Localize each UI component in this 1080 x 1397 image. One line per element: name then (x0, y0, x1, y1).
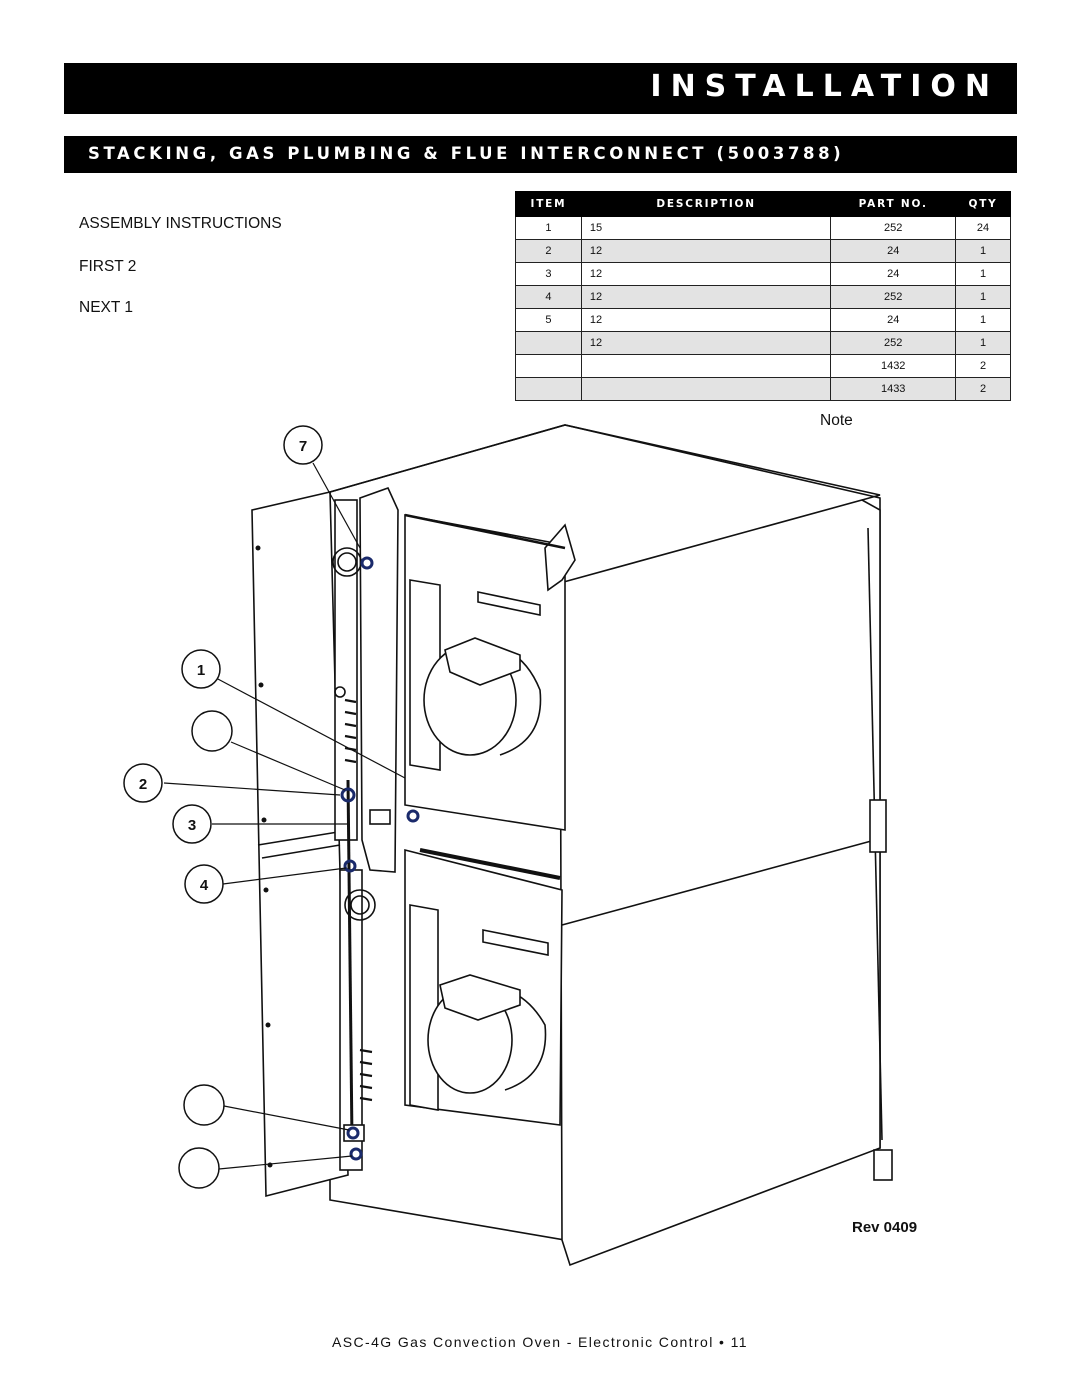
cell-qty: 2 (955, 377, 1011, 401)
cell-item (515, 377, 582, 401)
callout-blank-circle (191, 710, 233, 752)
cell-part-no: 252 (830, 331, 957, 355)
assembly-instructions-heading: ASSEMBLY INSTRUCTIONS (79, 215, 282, 232)
instruction-next: NEXT 1 (79, 299, 133, 316)
cell-description: 12 (580, 262, 832, 286)
callout-blank-circle (183, 1084, 225, 1126)
note-label: Note (820, 412, 853, 429)
callout-3-label: 3 (188, 817, 196, 834)
cell-part-no: 24 (830, 239, 957, 263)
table-header-row: ITEM DESCRIPTION PART NO. QTY (515, 191, 1011, 217)
callout-1-label: 1 (197, 662, 205, 679)
table-row: 12 252 1 (515, 331, 1011, 355)
section-header: STACKING, GAS PLUMBING & FLUE INTERCONNE… (64, 136, 1017, 173)
callout-4-label: 4 (200, 877, 209, 894)
callout-leaders (163, 462, 406, 1170)
callout-7-circle (283, 425, 323, 465)
cell-description (580, 377, 832, 401)
cell-item: 4 (515, 285, 582, 309)
callout-blank-circle (178, 1147, 220, 1189)
table-row: 2 12 24 1 (515, 239, 1011, 263)
header-title: INSTALLATION (650, 69, 999, 104)
fastener-markers (340, 556, 420, 1161)
col-header-part-no: PART NO. (830, 191, 957, 217)
table-row: 1432 2 (515, 354, 1011, 378)
instruction-first: FIRST 2 (79, 258, 137, 275)
table-row: 1433 2 (515, 377, 1011, 401)
cell-description: 12 (580, 331, 832, 355)
parts-table: ITEM DESCRIPTION PART NO. QTY 1 15 252 2… (515, 191, 1011, 401)
col-header-description: DESCRIPTION (580, 191, 832, 217)
col-header-qty: QTY (955, 191, 1011, 217)
cell-qty: 1 (955, 239, 1011, 263)
callout-1-circle (181, 649, 221, 689)
col-header-item: ITEM (515, 191, 582, 217)
section-title: STACKING, GAS PLUMBING & FLUE INTERCONNE… (88, 144, 845, 163)
callout-7-label: 7 (299, 438, 307, 455)
table-row: 1 15 252 24 (515, 216, 1011, 240)
callout-2-label: 2 (139, 776, 147, 793)
cell-part-no: 252 (830, 285, 957, 309)
callout-3-circle (172, 804, 212, 844)
cell-description: 12 (580, 239, 832, 263)
page-footer: ASC-4G Gas Convection Oven - Electronic … (332, 1334, 748, 1350)
installation-header: INSTALLATION (64, 63, 1017, 114)
cell-part-no: 1432 (830, 354, 957, 378)
cell-description: 15 (580, 216, 832, 240)
cell-qty: 2 (955, 354, 1011, 378)
oven-cabinet-illustration (251, 424, 893, 1267)
callout-2-circle (123, 763, 163, 803)
revision-label: Rev 0409 (852, 1219, 918, 1236)
cell-part-no: 1433 (830, 377, 957, 401)
cell-description: 12 (580, 308, 832, 332)
cell-part-no: 24 (830, 262, 957, 286)
callout-bubbles (123, 425, 323, 1189)
callout-4-circle (184, 864, 224, 904)
